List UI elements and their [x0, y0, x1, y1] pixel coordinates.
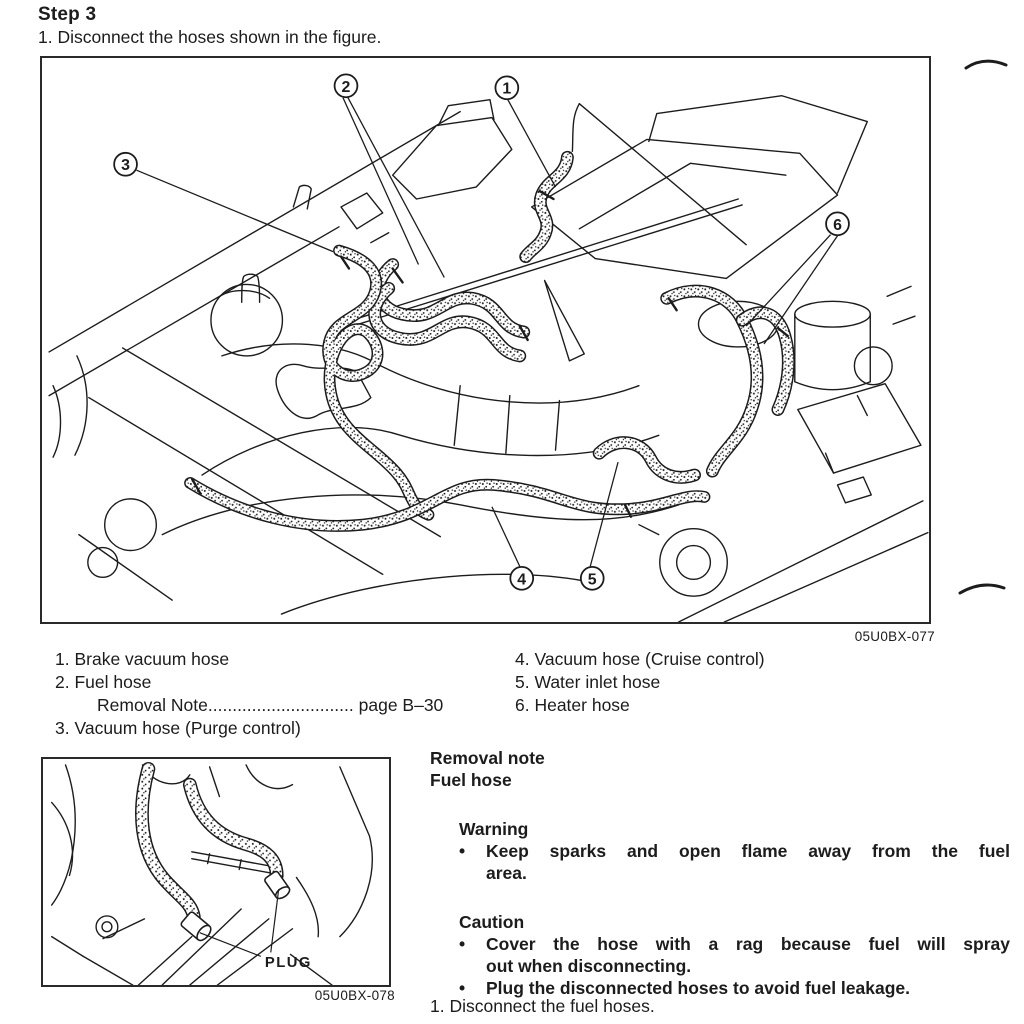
figure-code-077: 05U0BX-077 — [854, 629, 935, 644]
disconnect-fuel-hoses-step: 1. Disconnect the fuel hoses. — [430, 996, 655, 1016]
hose-vacuum-cruise — [184, 477, 711, 532]
callout-1-number: 1 — [502, 81, 511, 98]
engine-line-art — [48, 95, 929, 622]
plugged-hoses — [135, 761, 284, 924]
removal-note-section: Removal note Fuel hose Warning • Keep sp… — [430, 747, 1010, 999]
callout-5-number: 5 — [588, 571, 597, 588]
caution-item: • Cover the hose with a rag because fuel… — [459, 933, 1010, 977]
hose-brake-vacuum — [519, 150, 574, 264]
warning-line: Keep sparks and open flame away from the… — [486, 841, 1010, 861]
hose-water-inlet — [592, 436, 701, 484]
removal-note-label: Removal Note — [97, 695, 208, 715]
warning-line: area. — [486, 863, 527, 883]
caution-item-text: Cover the hose with a rag because fuel w… — [486, 933, 1010, 977]
caution-title: Caution — [459, 912, 525, 932]
callout-6: 6 — [825, 211, 850, 237]
plug-diagram: PLUG — [50, 761, 373, 985]
caution-line: out when disconnecting. — [486, 956, 692, 976]
engine-hose-figure: 1 2 3 4 5 — [40, 56, 931, 624]
caution-line: Plug the disconnected hoses to avoid fue… — [486, 978, 910, 998]
page-curl-mark-bottom — [958, 583, 1006, 595]
caution-item: • Plug the disconnected hoses to avoid f… — [459, 977, 1010, 999]
legend-item-4: 4. Vacuum hose (Cruise control) — [515, 649, 765, 669]
callout-1: 1 — [494, 75, 520, 101]
hose-clamps — [190, 189, 790, 518]
step-instruction: 1. Disconnect the hoses shown in the fig… — [38, 27, 382, 47]
hose-heater-a — [660, 284, 764, 478]
callout-3: 3 — [113, 151, 138, 177]
callout-3-number: 3 — [121, 157, 130, 174]
legend-item-6: 6. Heater hose — [515, 695, 630, 715]
plug-label: PLUG — [265, 955, 312, 971]
callout-6-number: 6 — [833, 217, 842, 234]
hoses — [184, 150, 795, 532]
plug-line-art — [50, 764, 373, 985]
callout-4: 4 — [509, 565, 535, 591]
removal-note-subtitle: Fuel hose — [430, 770, 512, 790]
callout-2: 2 — [333, 73, 359, 99]
callout-4-number: 4 — [517, 571, 526, 588]
warning-block: Warning • Keep sparks and open flame awa… — [459, 818, 1010, 884]
caution-block: Caution • Cover the hose with a rag beca… — [459, 911, 1010, 999]
engine-diagram: 1 2 3 4 5 — [48, 73, 929, 622]
warning-item-text: Keep sparks and open flame away from the… — [486, 840, 1010, 884]
legend-removal-note-ref: Removal Note............................… — [55, 694, 443, 717]
hose-vacuum-purge — [322, 244, 435, 521]
caution-line: Cover the hose with a rag because fuel w… — [486, 934, 1010, 954]
hose-legend-right: 4. Vacuum hose (Cruise control) 5. Water… — [515, 648, 765, 717]
page-reference: page B–30 — [353, 695, 444, 715]
bullet-icon: • — [459, 978, 466, 998]
step-heading: Step 3 — [38, 4, 97, 25]
legend-item-3: 3. Vacuum hose (Purge control) — [55, 718, 301, 738]
removal-note-title: Removal note — [430, 748, 545, 768]
legend-item-5: 5. Water inlet hose — [515, 672, 661, 692]
page-curl-mark-top — [964, 59, 1008, 70]
plug-leaders — [199, 889, 280, 957]
hose-legend-left: 1. Brake vacuum hose 2. Fuel hose Remova… — [55, 648, 443, 740]
plug-figure: PLUG — [41, 757, 391, 987]
bullet-icon: • — [459, 934, 466, 954]
figure-code-078: 05U0BX-078 — [314, 988, 395, 1003]
callout-5: 5 — [579, 565, 605, 591]
dot-leader: .............................. — [207, 695, 354, 715]
plug-fittings — [180, 870, 291, 942]
warning-item: • Keep sparks and open flame away from t… — [459, 840, 1010, 884]
callout-leaders — [136, 97, 839, 567]
bullet-icon: • — [459, 841, 466, 861]
warning-title: Warning — [459, 819, 529, 839]
caution-item-text: Plug the disconnected hoses to avoid fue… — [486, 977, 1010, 999]
callouts: 1 2 3 4 5 — [113, 73, 850, 591]
legend-item-2: 2. Fuel hose — [55, 672, 152, 692]
callout-2-number: 2 — [342, 79, 351, 96]
legend-item-1: 1. Brake vacuum hose — [55, 649, 230, 669]
hose-fuel-b — [368, 281, 527, 363]
